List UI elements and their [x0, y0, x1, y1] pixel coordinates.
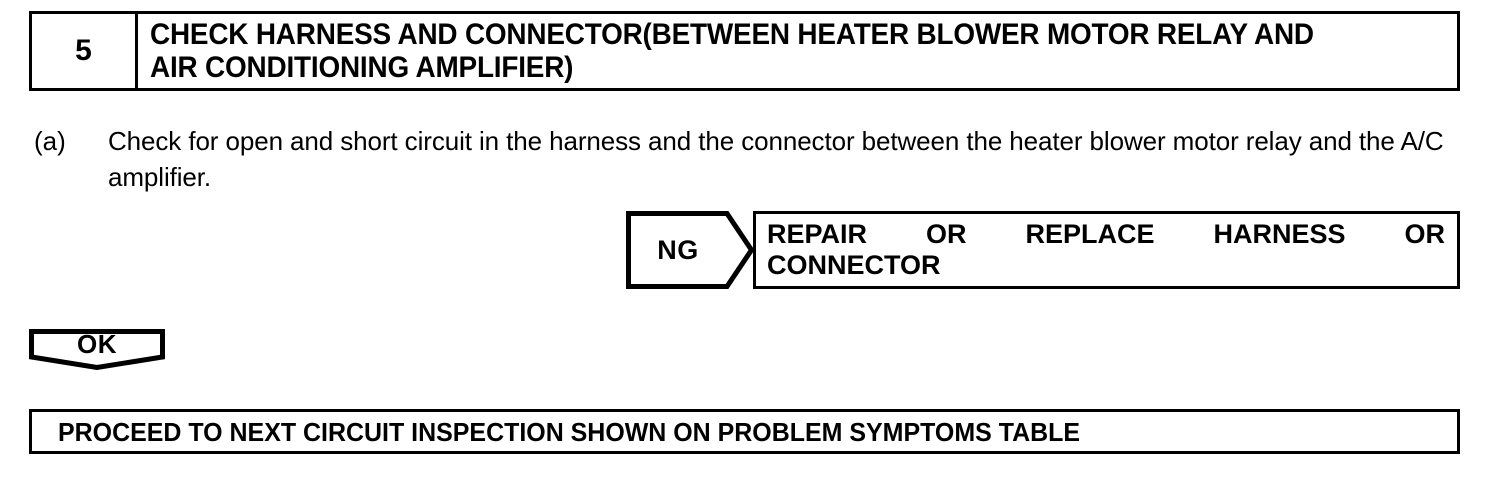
step-number: 5 — [75, 34, 92, 67]
ng-result-text: REPAIR OR REPLACE HARNESS OR CONNECTOR — [767, 219, 1445, 281]
ok-result-text: PROCEED TO NEXT CIRCUIT INSPECTION SHOWN… — [58, 416, 1081, 447]
ng-result-line-1: REPAIR OR REPLACE HARNESS OR — [767, 219, 1445, 249]
ng-pentagon-icon — [626, 211, 754, 289]
instruction-paragraph: (a) Check for open and short circuit in … — [34, 123, 1474, 195]
step-title: CHECK HARNESS AND CONNECTOR(BETWEEN HEAT… — [150, 18, 1314, 84]
step-header-table: 5 CHECK HARNESS AND CONNECTOR(BETWEEN HE… — [29, 11, 1460, 91]
ng-result-box: REPAIR OR REPLACE HARNESS OR CONNECTOR — [753, 211, 1460, 289]
ng-label: NG — [657, 234, 699, 265]
ok-pentagon-icon — [29, 329, 165, 370]
instruction-marker: (a) — [34, 126, 66, 156]
instruction-text: Check for open and short circuit in the … — [108, 126, 1444, 192]
ng-result-line-2: CONNECTOR — [767, 250, 941, 280]
ok-arrow-shape: OK — [29, 329, 165, 370]
ok-result-box: PROCEED TO NEXT CIRCUIT INSPECTION SHOWN… — [29, 409, 1460, 454]
step-number-cell: 5 — [32, 14, 138, 88]
step-title-cell: CHECK HARNESS AND CONNECTOR(BETWEEN HEAT… — [138, 14, 1457, 88]
ng-arrow-shape: NG — [626, 211, 754, 289]
ok-label: OK — [77, 329, 117, 359]
